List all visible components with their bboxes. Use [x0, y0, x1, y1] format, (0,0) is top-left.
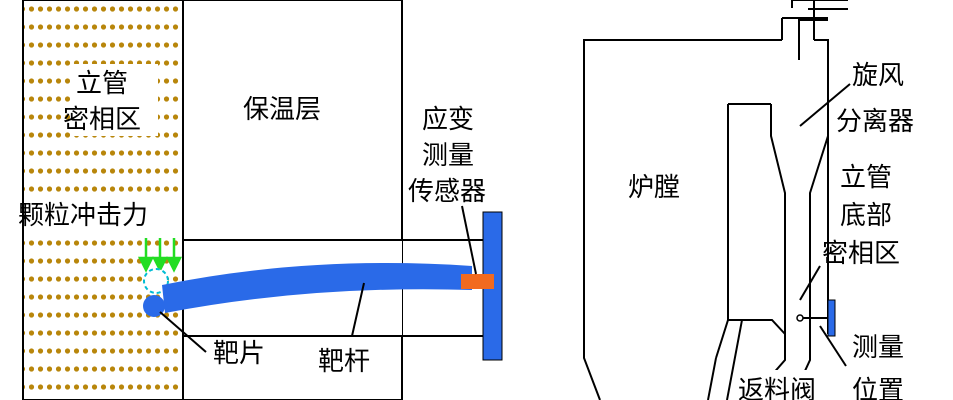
- outlet-pipe: [781, 0, 848, 60]
- riser-dense-label-line1: 立管: [76, 69, 128, 99]
- strain-label-line2: 测量: [422, 141, 474, 171]
- return-valve-label-backing: [735, 370, 835, 400]
- target-piece-leader: [159, 311, 207, 353]
- impact-force-label: 颗粒冲击力: [18, 201, 148, 231]
- impact-label-backing: [24, 196, 182, 232]
- impact-arrows: [137, 238, 183, 273]
- target-rod: [162, 263, 472, 313]
- measure-label-backing: [848, 372, 928, 400]
- measure-leader: [819, 325, 847, 367]
- measure-label-line1: 测量: [852, 333, 904, 363]
- insulation-label: 保温层: [243, 95, 321, 125]
- target-piece: [143, 295, 165, 317]
- riser-bottom-leader: [799, 265, 821, 301]
- return-valve-label: 返料阀: [738, 376, 816, 400]
- cyclone-label-line2: 分离器: [836, 107, 914, 137]
- cyclone-label-line1: 旋风: [852, 61, 904, 91]
- strain-label-line3: 传感器: [408, 177, 486, 207]
- strain-leader-line: [461, 205, 477, 275]
- probe-tip: [796, 314, 804, 322]
- riser-dense-label-line2: 密相区: [63, 105, 141, 135]
- cyclone-separator: [770, 104, 829, 334]
- riser-bottom-label-line1: 立管: [840, 163, 892, 193]
- target-rod-label: 靶杆: [318, 347, 370, 377]
- measure-label-line2: 位置: [852, 376, 904, 400]
- riser-bottom-label-line3: 密相区: [822, 239, 900, 269]
- riser-bottom-label-line2: 底部: [840, 201, 892, 231]
- furnace-outline: [583, 39, 829, 400]
- target-rod-leader: [351, 282, 365, 337]
- cyclone-leader: [799, 83, 851, 127]
- impact-zone-dashed: [143, 268, 169, 294]
- riser-label-backing: [70, 64, 158, 136]
- target-piece-label: 靶片: [213, 339, 265, 369]
- furnace-label: 炉膛: [628, 173, 680, 203]
- strain-label-line1: 应变: [422, 105, 474, 135]
- strain-sensor: [461, 274, 494, 289]
- return-valve-lower: [707, 319, 743, 400]
- probe-flange: [827, 299, 836, 337]
